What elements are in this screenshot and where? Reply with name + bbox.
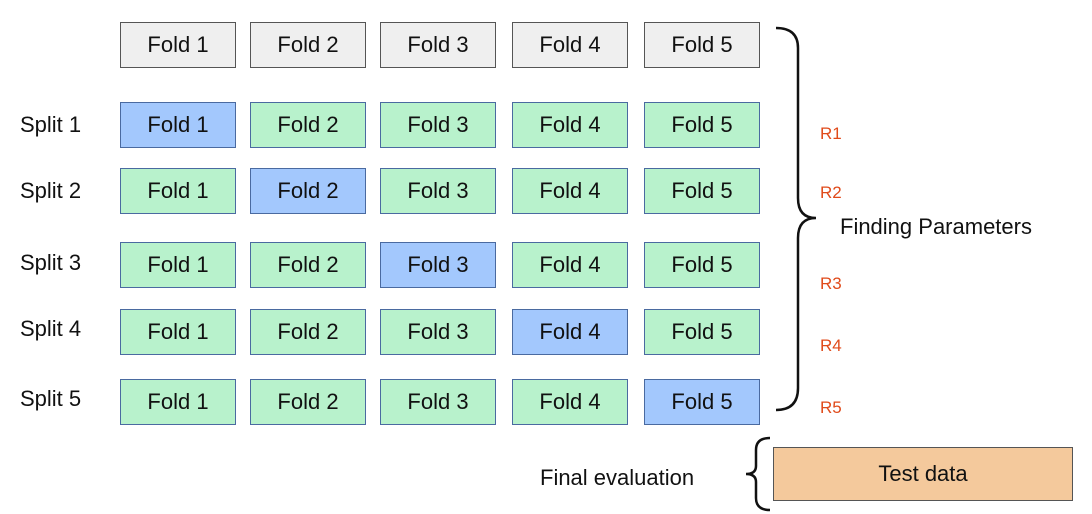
fold-cell: Fold 2 [250, 309, 366, 355]
fold-cell: Fold 3 [380, 242, 496, 288]
fold-cell: Fold 5 [644, 379, 760, 425]
header-fold-3: Fold 3 [380, 22, 496, 68]
fold-cell: Fold 5 [644, 168, 760, 214]
header-fold-5: Fold 5 [644, 22, 760, 68]
header-fold-1: Fold 1 [120, 22, 236, 68]
finding-parameters-label: Finding Parameters [840, 214, 1032, 239]
fold-cell: Fold 3 [380, 309, 496, 355]
fold-cell: Fold 5 [644, 102, 760, 148]
split-label: Split 3 [20, 250, 82, 275]
result-label-r3: R3 [820, 274, 842, 293]
fold-cell: Fold 3 [380, 379, 496, 425]
header-fold-2: Fold 2 [250, 22, 366, 68]
test-data-box: Test data [773, 447, 1073, 501]
fold-cell: Fold 1 [120, 379, 236, 425]
split-label: Split 2 [20, 178, 82, 203]
split-label: Split 1 [20, 112, 82, 137]
fold-cell: Fold 5 [644, 242, 760, 288]
fold-cell: Fold 4 [512, 168, 628, 214]
fold-cell: Fold 4 [512, 102, 628, 148]
fold-cell: Fold 2 [250, 379, 366, 425]
final-evaluation-label: Final evaluation [540, 465, 695, 490]
split-label: Split 5 [20, 386, 82, 411]
fold-cell: Fold 3 [380, 168, 496, 214]
fold-cell: Fold 1 [120, 242, 236, 288]
result-label-r2: R2 [820, 183, 842, 202]
result-label-r4: R4 [820, 336, 842, 355]
fold-cell: Fold 2 [250, 102, 366, 148]
header-fold-4: Fold 4 [512, 22, 628, 68]
finding-parameters-brace [775, 26, 817, 412]
fold-cell: Fold 3 [380, 102, 496, 148]
fold-cell: Fold 4 [512, 309, 628, 355]
final-evaluation-brace [745, 436, 771, 512]
fold-cell: Fold 4 [512, 242, 628, 288]
result-label-r1: R1 [820, 124, 842, 143]
split-label: Split 4 [20, 316, 82, 341]
fold-cell: Fold 1 [120, 168, 236, 214]
fold-cell: Fold 1 [120, 309, 236, 355]
result-label-r5: R5 [820, 398, 842, 417]
fold-cell: Fold 2 [250, 168, 366, 214]
fold-cell: Fold 2 [250, 242, 366, 288]
fold-cell: Fold 5 [644, 309, 760, 355]
fold-cell: Fold 1 [120, 102, 236, 148]
fold-cell: Fold 4 [512, 379, 628, 425]
test-data-label: Test data [878, 461, 968, 486]
